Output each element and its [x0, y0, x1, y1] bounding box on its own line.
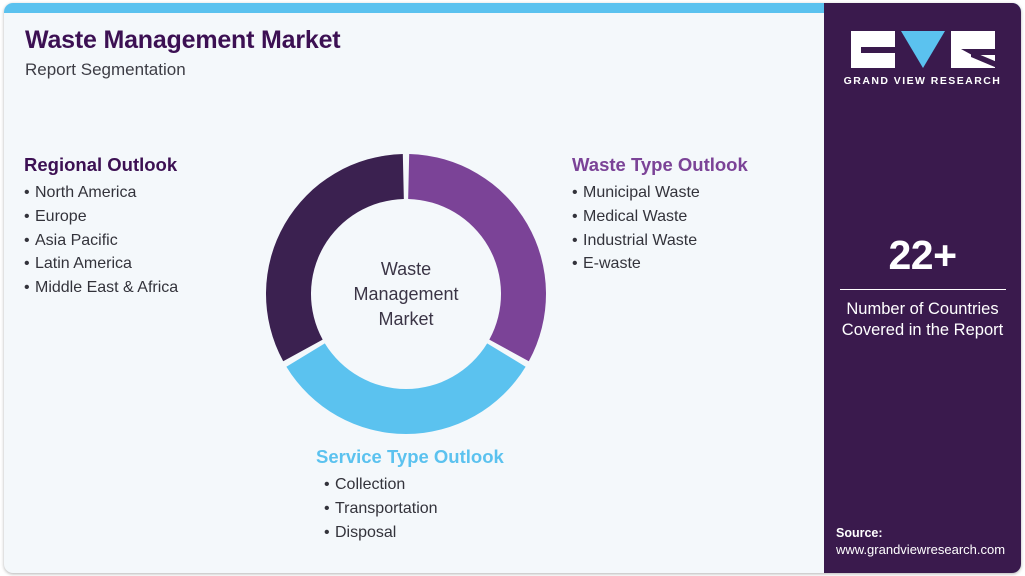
- donut-svg: [266, 154, 546, 434]
- header: Waste Management Market Report Segmentat…: [25, 27, 625, 80]
- list-item-label: Asia Pacific: [35, 231, 118, 249]
- stat-block: 22+ Number of Countries Covered in the R…: [824, 235, 1021, 341]
- bullet-icon: •: [24, 255, 30, 273]
- list-item-label: Municipal Waste: [583, 184, 700, 202]
- list-item: • E-waste: [572, 252, 748, 276]
- regional-outlook-heading: Regional Outlook: [24, 154, 178, 175]
- stat-value: 22+: [888, 232, 957, 278]
- list-item-label: Europe: [35, 207, 87, 225]
- gvr-logo-icon: [850, 31, 995, 68]
- list-item: • Europe: [24, 205, 178, 229]
- regional-outlook-list: • North America • Europe • Asia Pacific • La…: [24, 181, 178, 299]
- bullet-icon: •: [324, 499, 330, 517]
- donut-segment-waste-type: [408, 154, 546, 362]
- service-type-outlook-heading: Service Type Outlook: [316, 446, 504, 467]
- bullet-icon: •: [24, 278, 30, 296]
- donut-segment-regional: [266, 154, 404, 362]
- bullet-icon: •: [324, 523, 330, 541]
- list-item: • Asia Pacific: [24, 229, 178, 253]
- page-subtitle: Report Segmentation: [25, 60, 186, 79]
- brand-logo: GRAND VIEW RESEARCH: [824, 31, 1021, 87]
- segmentation-donut-chart: Waste Management Market: [263, 151, 549, 437]
- donut-segments: [266, 154, 546, 434]
- top-accent-bar: [4, 3, 1021, 13]
- sidebar: GRAND VIEW RESEARCH 22+ Number of Countr…: [824, 3, 1021, 573]
- stat-label-line-2: Covered in the Report: [841, 321, 1004, 339]
- source-title: Source:: [836, 525, 883, 540]
- list-item-label: Industrial Waste: [583, 231, 698, 249]
- service-type-outlook-list: • Collection • Transportation • Disposal: [318, 473, 504, 544]
- list-item-label: Medical Waste: [583, 207, 688, 225]
- stat-label-line-1: Number of Countries: [846, 300, 999, 318]
- report-card: Waste Management Market Report Segmentat…: [4, 3, 1021, 573]
- list-item-label: E-waste: [583, 255, 641, 273]
- bullet-icon: •: [24, 231, 30, 249]
- source-block: Source: www.grandviewresearch.com: [836, 526, 1005, 559]
- list-item: • Transportation: [324, 497, 504, 521]
- list-item-label: Transportation: [335, 499, 438, 517]
- logo-wordmark: GRAND VIEW RESEARCH: [843, 75, 1002, 87]
- list-item-label: Middle East & Africa: [35, 278, 179, 296]
- bullet-icon: •: [24, 207, 30, 225]
- service-type-outlook-block: Service Type Outlook • Collection • Transp…: [316, 446, 504, 544]
- waste-type-outlook-block: Waste Type Outlook • Municipal Waste • Med…: [572, 154, 748, 276]
- list-item: • Industrial Waste: [572, 229, 748, 253]
- list-item: • Collection: [324, 473, 504, 497]
- bullet-icon: •: [24, 184, 30, 202]
- list-item: • North America: [24, 181, 178, 205]
- donut-segment-service-type: [286, 343, 526, 434]
- stat-divider: [839, 289, 1006, 290]
- bullet-icon: •: [572, 207, 578, 225]
- source-url[interactable]: www.grandviewresearch.com: [836, 542, 1006, 558]
- regional-outlook-block: Regional Outlook • North America • Europe …: [24, 154, 178, 299]
- page-title: Waste Management Market: [25, 26, 341, 54]
- bullet-icon: •: [572, 255, 578, 273]
- list-item-label: North America: [35, 184, 137, 202]
- list-item: • Latin America: [24, 252, 178, 276]
- list-item: • Medical Waste: [572, 205, 748, 229]
- list-item: • Municipal Waste: [572, 181, 748, 205]
- list-item: • Disposal: [324, 521, 504, 545]
- list-item-label: Latin America: [35, 255, 132, 273]
- list-item-label: Disposal: [335, 523, 397, 541]
- bullet-icon: •: [572, 184, 578, 202]
- list-item-label: Collection: [335, 476, 406, 494]
- bullet-icon: •: [572, 231, 578, 249]
- waste-type-outlook-heading: Waste Type Outlook: [572, 154, 748, 175]
- bullet-icon: •: [324, 476, 330, 494]
- list-item: • Middle East & Africa: [24, 276, 178, 300]
- waste-type-outlook-list: • Municipal Waste • Medical Waste • Industr…: [572, 181, 748, 275]
